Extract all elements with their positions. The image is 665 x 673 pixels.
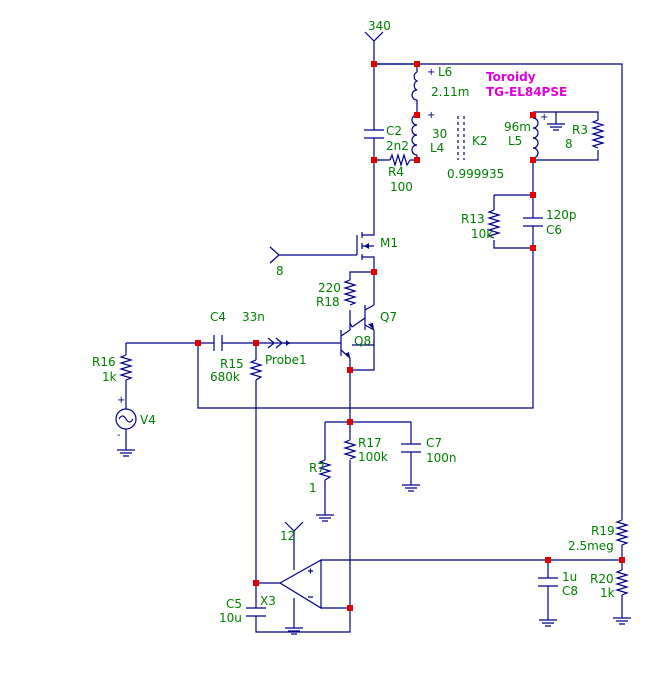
R17-value: 100k <box>358 450 388 464</box>
R16-value: 1k <box>102 370 117 384</box>
Q8-name: Q8 <box>354 334 371 348</box>
C4-value: 33n <box>242 310 265 324</box>
resistor-R17 <box>342 439 358 460</box>
V4-name: V4 <box>140 413 156 427</box>
note-line-1: Toroidy <box>486 70 536 84</box>
supply-8-flag <box>269 246 357 264</box>
opamp-X3 <box>278 558 322 610</box>
L4-name: L4 <box>430 141 444 155</box>
R17-name: R17 <box>358 436 382 450</box>
V4-plus-sign: + <box>117 395 125 406</box>
V4-minus-sign: - <box>117 430 121 441</box>
C7-value: 100n <box>426 451 457 465</box>
C5-name: C5 <box>226 597 242 611</box>
L6-value: 2.11m <box>431 85 469 99</box>
R19-value: 2.5meg <box>568 539 614 553</box>
capacitor-C4 <box>213 335 223 351</box>
voltage-source-V4 <box>115 398 137 440</box>
C2-value: 2n2 <box>386 139 409 153</box>
R7-name: R7 <box>309 461 325 475</box>
R16-name: R16 <box>92 355 116 369</box>
R20-value: 1k <box>600 586 615 600</box>
R7-value: 1 <box>309 481 317 495</box>
R18-name: R18 <box>316 295 340 309</box>
transistor-Q8 <box>336 323 351 359</box>
R18-value: 220 <box>318 281 341 295</box>
ground-symbols <box>117 123 631 635</box>
capacitor-C7 <box>401 443 421 453</box>
R20-name: R20 <box>590 572 614 586</box>
resistor-R3 <box>590 119 606 149</box>
R15-name: R15 <box>220 357 244 371</box>
transistor-Q7 <box>351 304 375 331</box>
L6-dot-sign: + <box>427 67 435 78</box>
L5-dot-sign: + <box>540 112 548 123</box>
resistor-R4 <box>389 152 411 168</box>
L5-name: L5 <box>508 134 522 148</box>
supply-12-label: 12 <box>280 529 295 543</box>
capacitor-C8 <box>538 577 558 587</box>
resistor-R20 <box>614 569 630 596</box>
mosfet-M1 <box>356 232 375 262</box>
inductor-L6 <box>411 71 419 101</box>
C4-name: C4 <box>210 310 226 324</box>
L4-dot-sign: + <box>427 110 435 121</box>
R19-name: R19 <box>591 524 615 538</box>
resistor-R15 <box>248 359 264 381</box>
supply-340-flag <box>364 31 384 64</box>
capacitor-C5 <box>246 607 266 617</box>
transformer-core-K2 <box>457 116 465 160</box>
C6-name: C6 <box>546 223 562 237</box>
supply-12-flag <box>284 521 304 570</box>
supply-8-label: 8 <box>276 264 284 278</box>
probe-icon <box>267 337 290 349</box>
resistor-R18 <box>342 279 358 306</box>
capacitor-C2 <box>364 129 384 139</box>
junction-dots <box>195 61 625 611</box>
resistor-R16 <box>118 354 134 381</box>
R13-name: R13 <box>461 212 485 226</box>
inductor-L4 <box>411 114 418 156</box>
note-line-2: TG-EL84PSE <box>486 85 567 99</box>
supply-340-label: 340 <box>368 19 391 33</box>
C8-value: 1u <box>562 570 577 584</box>
capacitor-C6 <box>523 217 543 227</box>
R15-value: 680k <box>210 370 240 384</box>
probe-name: Probe1 <box>265 353 307 367</box>
K2-value: 0.999935 <box>447 167 504 181</box>
wires <box>125 63 623 633</box>
Q7-name: Q7 <box>380 310 397 324</box>
M1-name: M1 <box>380 236 398 250</box>
C6-value: 120p <box>546 208 577 222</box>
R4-value: 100 <box>390 180 413 194</box>
L4-value: 30 <box>432 127 447 141</box>
L5-value: 96m <box>504 120 531 134</box>
R4-name: R4 <box>388 165 404 179</box>
R3-value: 8 <box>565 137 573 151</box>
L6-name: L6 <box>438 65 452 79</box>
C7-name: C7 <box>426 436 442 450</box>
C8-name: C8 <box>562 584 578 598</box>
inductor-L5 <box>532 117 539 159</box>
R13-value: 10k <box>471 227 493 241</box>
C5-value: 10u <box>219 611 242 625</box>
resistor-R7 <box>317 459 333 481</box>
K2-name: K2 <box>472 134 488 148</box>
C2-name: C2 <box>386 124 402 138</box>
resistor-R13 <box>486 209 502 239</box>
R3-name: R3 <box>572 123 588 137</box>
resistor-R19 <box>614 519 630 546</box>
X3-name: X3 <box>260 594 276 608</box>
